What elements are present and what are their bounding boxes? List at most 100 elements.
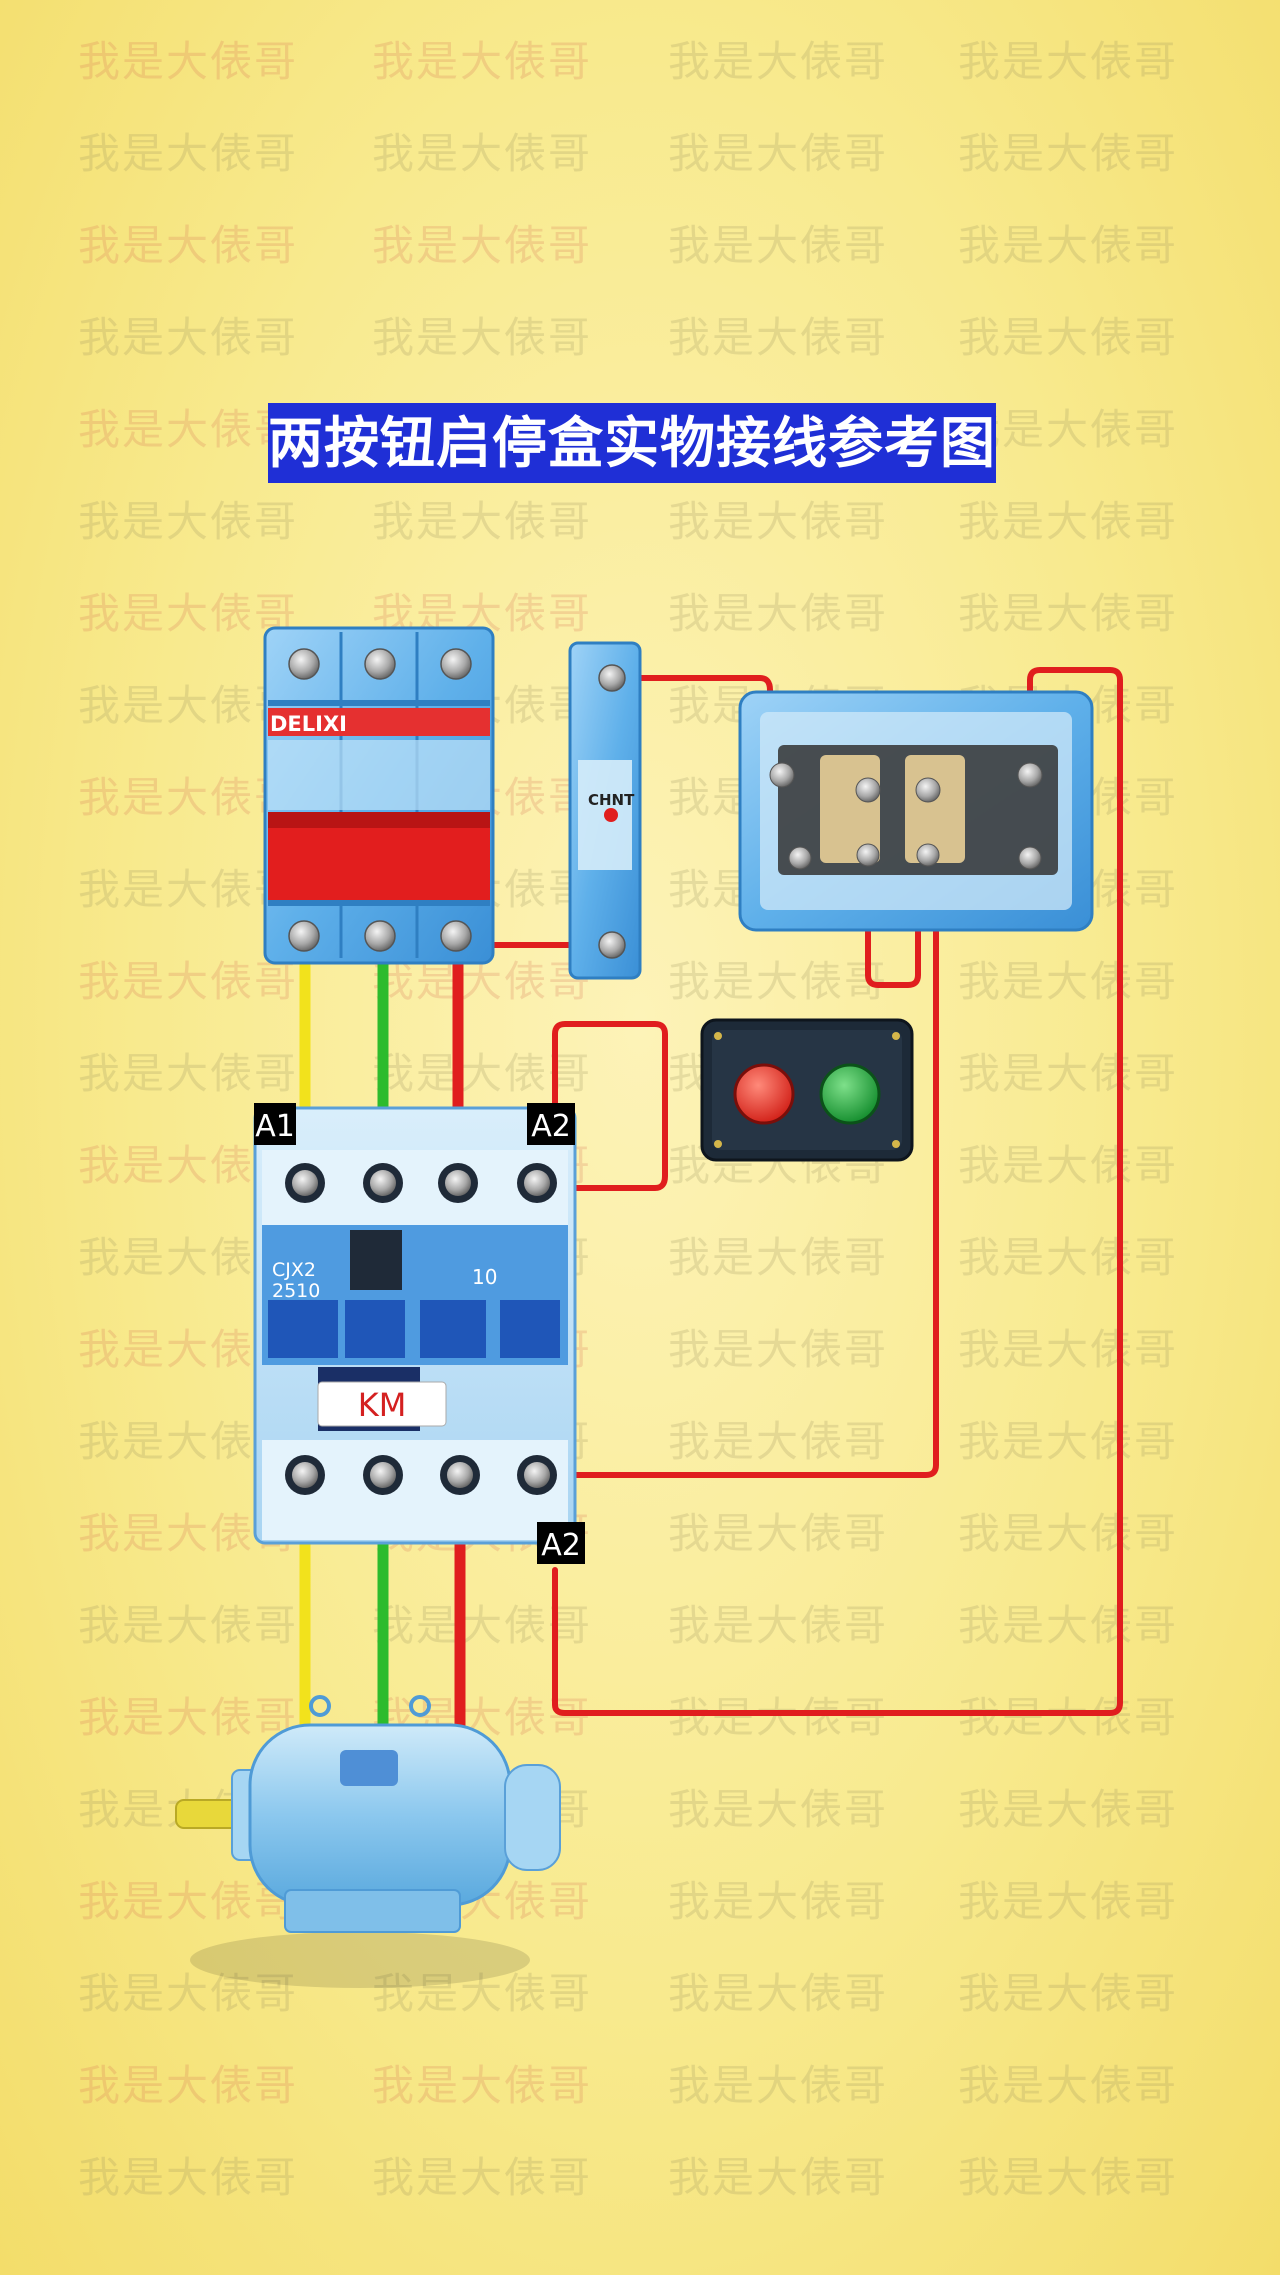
wire-fuse-to-box xyxy=(609,675,773,773)
watermark-text: 我是大俵哥 xyxy=(668,1509,889,1558)
contactor-km-label: KM xyxy=(358,1386,407,1424)
fuse-bottom-screw xyxy=(598,931,626,959)
contactor-model-line2: 2510 xyxy=(272,1280,320,1302)
motor-shaft xyxy=(175,1799,241,1829)
watermark-text: 我是大俵哥 xyxy=(958,1785,1179,1834)
watermark-text: 我是大俵哥 xyxy=(78,37,299,86)
wire-box-to-contactor xyxy=(542,802,939,1478)
watermark-text: 我是大俵哥 xyxy=(668,1785,889,1834)
watermark-text: 我是大俵哥 xyxy=(78,957,299,1006)
watermark-text: 我是大俵哥 xyxy=(668,129,889,178)
watermark-text: 我是大俵哥 xyxy=(958,497,1179,546)
watermark-text: 我是大俵哥 xyxy=(78,2153,299,2202)
wire-a2-top-loop xyxy=(542,1021,668,1191)
watermark-text: 我是大俵哥 xyxy=(78,129,299,178)
watermark-text: 我是大俵哥 xyxy=(668,1601,889,1650)
watermark-text: 我是大俵哥 xyxy=(668,1693,889,1742)
watermark-text: 我是大俵哥 xyxy=(78,221,299,270)
watermark-text: 我是大俵哥 xyxy=(668,221,889,270)
watermark-text: 我是大俵哥 xyxy=(958,1877,1179,1926)
fuse-brand: CHNT xyxy=(588,791,635,809)
watermark-text: 我是大俵哥 xyxy=(668,1417,889,1466)
watermark-text: 我是大俵哥 xyxy=(958,1049,1179,1098)
watermark-text: 我是大俵哥 xyxy=(78,1693,299,1742)
watermark-text: 我是大俵哥 xyxy=(372,221,593,270)
tag-a1: A1 xyxy=(255,1109,295,1144)
contactor-model-line1: CJX2 xyxy=(272,1259,316,1281)
watermark-text: 我是大俵哥 xyxy=(958,957,1179,1006)
fuse-top-screw xyxy=(598,664,626,692)
watermark-text: 我是大俵哥 xyxy=(78,1877,299,1926)
motor xyxy=(175,1695,561,1988)
tag-a2-top-bg xyxy=(527,1103,575,1145)
watermark-text: 我是大俵哥 xyxy=(372,313,593,362)
watermark-text: 我是大俵哥 xyxy=(958,221,1179,270)
watermark-text: 我是大俵哥 xyxy=(78,773,299,822)
watermark-text: 我是大俵哥 xyxy=(668,2061,889,2110)
watermark-text: 我是大俵哥 xyxy=(668,497,889,546)
watermark-text: 我是大俵哥 xyxy=(668,957,889,1006)
page-title: 两按钮启停盒实物接线参考图 xyxy=(268,403,996,483)
start-stop-button-box xyxy=(700,1018,914,1162)
contactor-km-label-bg xyxy=(317,1381,447,1427)
breaker-bottom-screws xyxy=(288,920,472,952)
breaker-brand-strip xyxy=(268,708,490,736)
watermark-text: 我是大俵哥 xyxy=(78,1049,299,1098)
start-button xyxy=(819,1063,881,1125)
wire-box-bridge xyxy=(865,797,921,988)
watermark-text: 我是大俵哥 xyxy=(958,589,1179,638)
watermark-text: 我是大俵哥 xyxy=(78,865,299,914)
watermark-text: 我是大俵哥 xyxy=(958,37,1179,86)
contactor-rating: 10 xyxy=(472,1265,497,1289)
wire-a2-bottom-loop xyxy=(552,667,1123,1716)
watermark-text: 我是大俵哥 xyxy=(668,589,889,638)
watermark-text: 我是大俵哥 xyxy=(372,1969,593,2018)
watermark-text: 我是大俵哥 xyxy=(958,2061,1179,2110)
watermark-text: 我是大俵哥 xyxy=(958,313,1179,362)
contactor-bottom-terminals xyxy=(285,1455,557,1495)
watermark-text: 我是大俵哥 xyxy=(958,1417,1179,1466)
watermark-text: 我是大俵哥 xyxy=(668,313,889,362)
watermark-text: 我是大俵哥 xyxy=(668,1969,889,2018)
watermark-text: 我是大俵哥 xyxy=(78,497,299,546)
tag-a2-bottom-bg xyxy=(537,1522,585,1564)
watermark-text: 我是大俵哥 xyxy=(668,2153,889,2202)
watermark-text: 我是大俵哥 xyxy=(78,681,299,730)
watermark-text: 我是大俵哥 xyxy=(958,1601,1179,1650)
watermark-text: 我是大俵哥 xyxy=(668,1877,889,1926)
watermark-text: 我是大俵哥 xyxy=(78,2061,299,2110)
watermark-text: 我是大俵哥 xyxy=(668,37,889,86)
breaker-brand: DELIXI xyxy=(270,712,347,736)
tag-a1-bg xyxy=(254,1103,296,1145)
watermark-text: 我是大俵哥 xyxy=(78,313,299,362)
watermark-text: 我是大俵哥 xyxy=(958,1509,1179,1558)
button-box-interior xyxy=(738,690,1094,932)
tag-a2-bottom: A2 xyxy=(541,1528,581,1563)
watermark-text: 我是大俵哥 xyxy=(958,2153,1179,2202)
watermark-text: 我是大俵哥 xyxy=(958,1233,1179,1282)
fuse xyxy=(568,641,642,980)
watermark-text: 我是大俵哥 xyxy=(958,129,1179,178)
watermark-text: 我是大俵哥 xyxy=(78,589,299,638)
box-terminal-screws xyxy=(769,762,1043,870)
watermark-text: 我是大俵哥 xyxy=(372,2153,593,2202)
watermark-text: 我是大俵哥 xyxy=(78,1601,299,1650)
circuit-breaker xyxy=(263,626,495,965)
contactor-top-terminals xyxy=(285,1163,557,1203)
stop-button xyxy=(733,1063,795,1125)
watermark-text: 我是大俵哥 xyxy=(372,957,593,1006)
watermark-text: 我是大俵哥 xyxy=(668,1325,889,1374)
watermark-text: 我是大俵哥 xyxy=(372,37,593,86)
watermark-text: 我是大俵哥 xyxy=(668,1233,889,1282)
tag-a2-top: A2 xyxy=(531,1109,571,1144)
watermark-text: 我是大俵哥 xyxy=(958,1325,1179,1374)
contactor xyxy=(253,1106,577,1545)
watermark-text: 我是大俵哥 xyxy=(78,405,299,454)
watermark-text: 我是大俵哥 xyxy=(958,1141,1179,1190)
watermark-text: 我是大俵哥 xyxy=(958,1693,1179,1742)
motor-feet xyxy=(284,1889,461,1933)
watermark-text: 我是大俵哥 xyxy=(372,2061,593,2110)
breaker-top-screws xyxy=(288,648,472,680)
